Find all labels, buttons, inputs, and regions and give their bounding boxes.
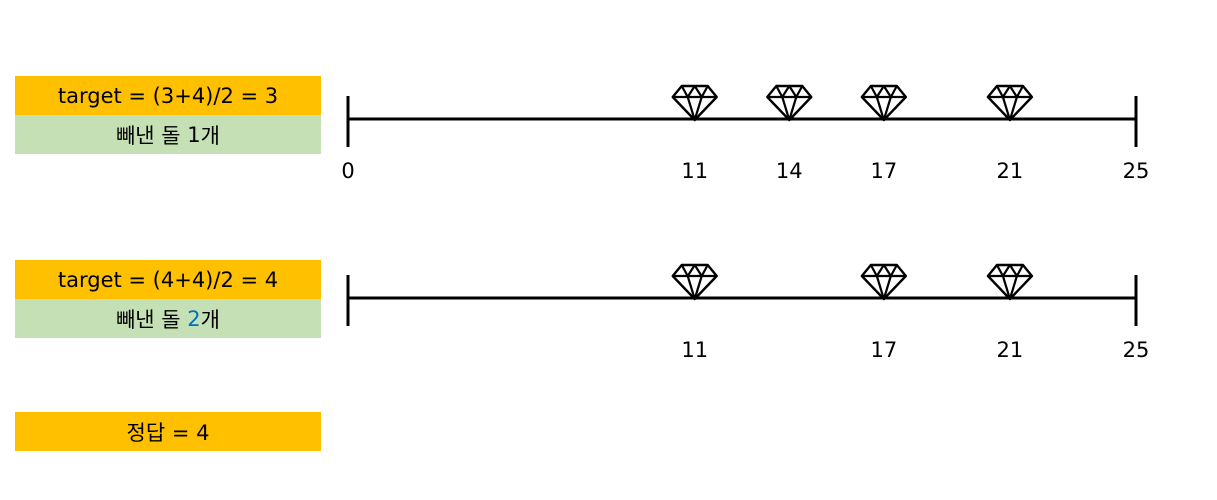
tick-label-1: 11 (681, 159, 708, 183)
diamond-icon (986, 263, 1034, 301)
tick-label-1: 17 (870, 159, 897, 183)
target-label-1: target = (3+4)/2 = 3 (15, 76, 321, 115)
diamond-icon (671, 263, 718, 301)
tick-label-2: 25 (1123, 338, 1150, 362)
answer-label: 정답 = 4 (15, 412, 321, 451)
tick-label-1: 14 (776, 159, 803, 183)
diamond-icon (986, 84, 1034, 122)
target-label-2: target = (4+4)/2 = 4 (15, 260, 321, 299)
tick-label-1: 0 (341, 159, 354, 183)
tick-label-2: 17 (870, 338, 897, 362)
removed-count-1: 1 (187, 122, 201, 147)
removed-suffix-1: 개 (200, 123, 220, 148)
diamond-icon (860, 84, 908, 122)
tick-label-2: 11 (681, 338, 708, 362)
diamond-icon (766, 84, 813, 122)
removed-suffix-2: 개 (200, 307, 220, 332)
diamond-icon (671, 84, 718, 122)
diamond-icon (860, 263, 908, 301)
removed-count-2: 2 (187, 306, 201, 331)
removed-prefix-2: 빼낸 돌 (115, 307, 188, 332)
tick-label-2: 21 (997, 338, 1024, 362)
tick-label-1: 21 (997, 159, 1024, 183)
removed-prefix-1: 빼낸 돌 (115, 123, 188, 148)
tick-label-1: 25 (1123, 159, 1150, 183)
